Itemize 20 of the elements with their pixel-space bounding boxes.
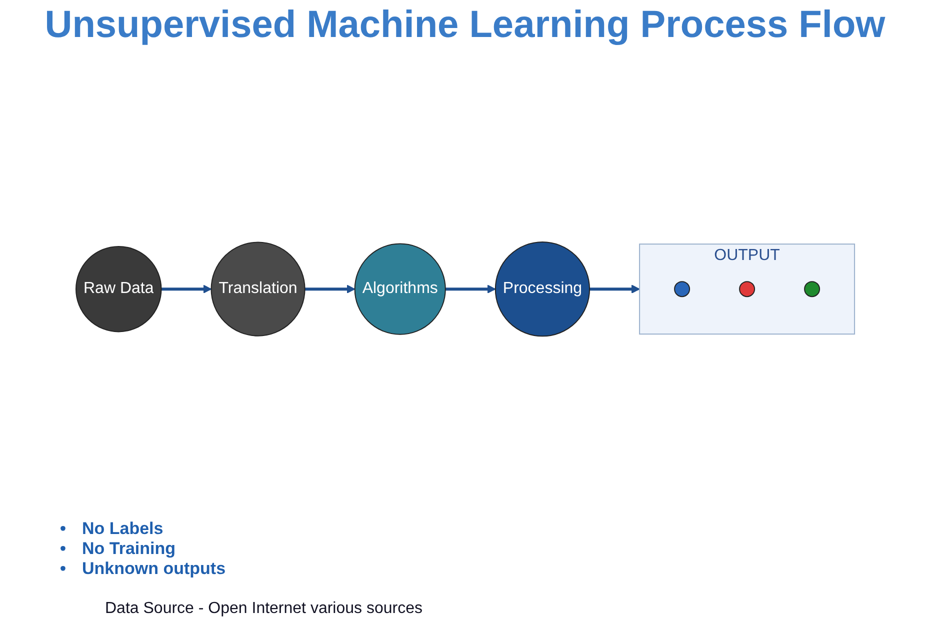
- footer-note: Data Source - Open Internet various sources: [105, 600, 422, 617]
- cluster: OUTPUT: [638, 244, 855, 334]
- bullet-marker: •: [60, 559, 67, 579]
- node-circle: Algorithms: [354, 243, 446, 335]
- node-circle: Raw Data: [75, 246, 162, 332]
- bullet-note: Unknown outputs: [82, 559, 226, 578]
- arrow: [445, 284, 496, 294]
- title: Unsupervised Machine Learning Process Flow: [44, 4, 886, 47]
- bullet-note: No Labels: [82, 519, 164, 538]
- bullet-marker: •: [60, 519, 67, 539]
- node-circle: [674, 281, 690, 297]
- bullet-note: No Training: [82, 539, 176, 558]
- node-circle: [804, 281, 820, 297]
- node-circle: [738, 281, 755, 297]
- arrow: [304, 284, 355, 294]
- bullet-marker: •: [60, 539, 67, 559]
- arrow: [160, 284, 212, 294]
- arrow: [589, 284, 640, 294]
- node-circle: Processing: [494, 241, 590, 337]
- node-circle: Translation: [210, 242, 306, 336]
